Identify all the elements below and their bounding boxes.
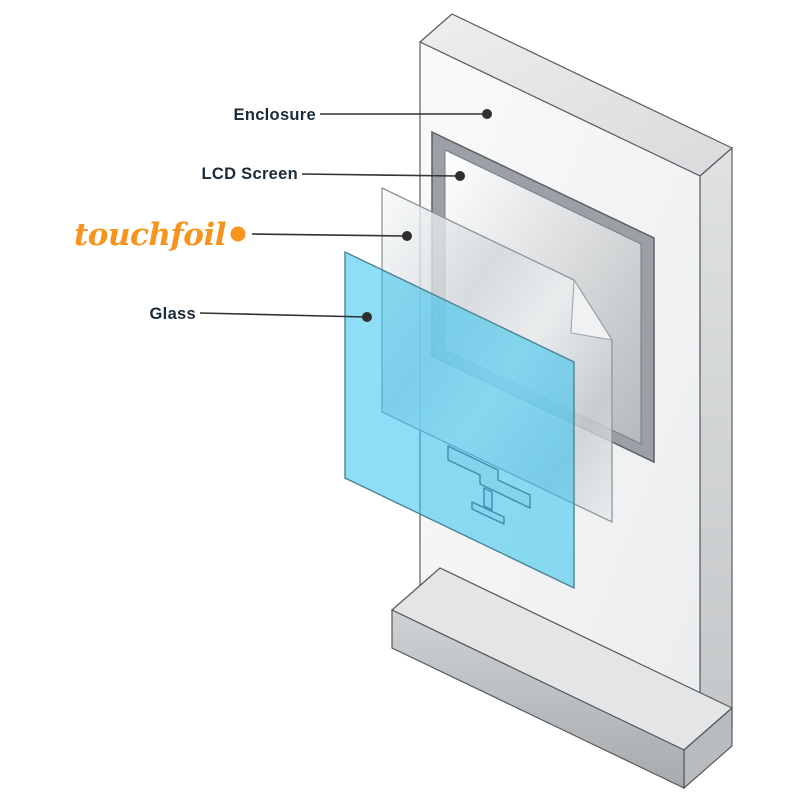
- enclosure-pointer-dot: [482, 109, 492, 119]
- enclosure-base-front-face: [391, 609, 685, 789]
- lcd-screen-label: LCD Screen: [201, 165, 298, 183]
- glass-leader-line: [199, 312, 367, 318]
- enclosure-side-face: [699, 146, 733, 756]
- glass-label: Glass: [150, 305, 196, 323]
- lcd-screen-leader-line: [301, 173, 459, 177]
- touchfoil-logo: touchfoil: [74, 217, 226, 253]
- lcd-screen-pointer-dot: [455, 171, 465, 181]
- touchfoil-logo-dot: [230, 226, 246, 242]
- touchfoil-leader-line: [251, 233, 407, 237]
- touchfoil-pointer-dot: [402, 231, 412, 241]
- touchfoil-fold-corner: [570, 278, 614, 341]
- callouts: Enclosure LCD Screen touchfoil Glass: [74, 106, 492, 323]
- glass-pointer-dot: [362, 312, 372, 322]
- glass-panel: [344, 250, 575, 590]
- enclosure-label: Enclosure: [234, 106, 316, 124]
